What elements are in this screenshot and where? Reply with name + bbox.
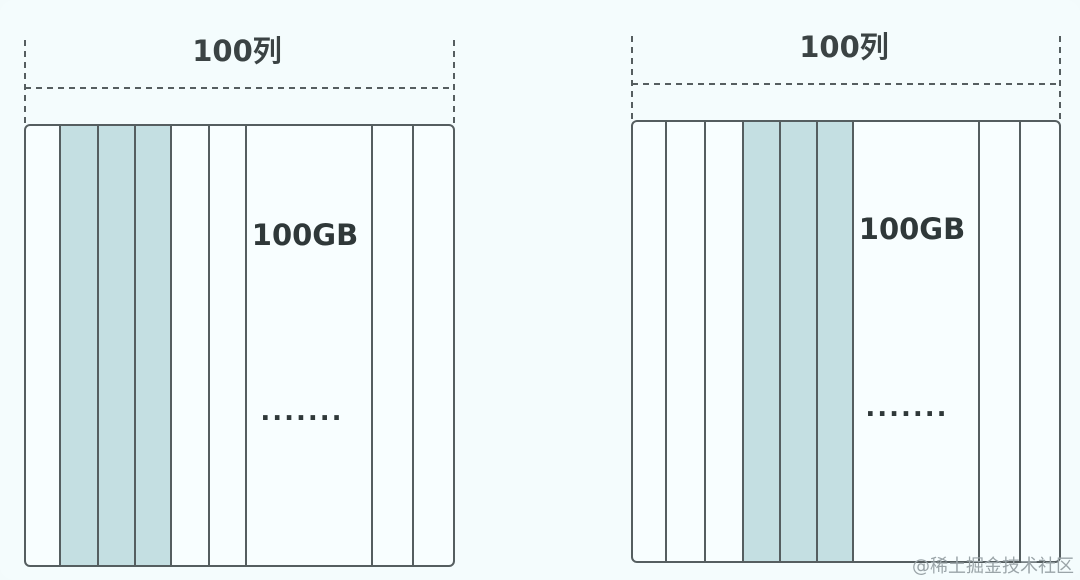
data-size-label: 100GB	[252, 218, 358, 252]
highlighted-column	[98, 126, 135, 565]
column-count-label: 100列	[799, 30, 889, 64]
left-panel: 100列 100GB .......	[24, 34, 455, 567]
ellipsis-label: .......	[865, 393, 948, 423]
highlighted-column	[743, 122, 780, 561]
right-panel: 100列 100GB .......	[631, 30, 1061, 563]
data-size-label: 100GB	[859, 212, 965, 246]
highlighted-column	[817, 122, 853, 561]
column-count-label: 100列	[192, 34, 282, 68]
highlighted-column	[780, 122, 817, 561]
watermark: @稀土掘金技术社区	[912, 556, 1074, 576]
highlighted-column	[135, 126, 171, 565]
ellipsis-label: .......	[260, 397, 343, 427]
highlighted-column	[60, 126, 98, 565]
